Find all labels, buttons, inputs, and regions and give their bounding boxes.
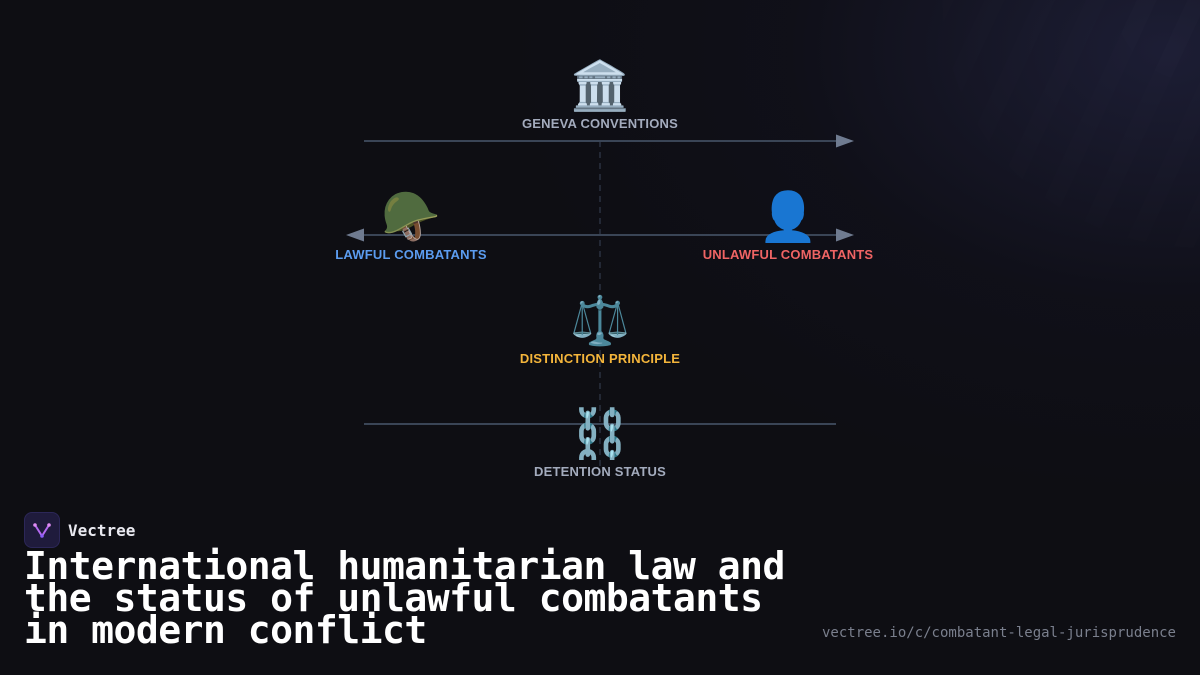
vectree-logo-icon bbox=[24, 512, 60, 548]
page-title: International humanitarian law and the s… bbox=[24, 544, 785, 652]
brand-name: Vectree bbox=[68, 520, 136, 540]
node-detention-status: ⛓️ DETENTION STATUS bbox=[534, 406, 666, 479]
detention-status-label: DETENTION STATUS bbox=[534, 464, 666, 479]
combatants-left-arrowhead bbox=[346, 228, 364, 242]
node-distinction-principle: ⚖️ DISTINCTION PRINCIPLE bbox=[520, 293, 680, 366]
person-silhouette-icon: 👤 bbox=[758, 189, 818, 245]
geneva-arrowhead bbox=[836, 134, 854, 148]
brand: Vectree bbox=[24, 512, 135, 548]
combatants-right-arrowhead bbox=[836, 228, 854, 242]
node-lawful-combatants: 🪖 LAWFUL COMBATANTS bbox=[335, 189, 486, 262]
unlawful-combatants-label: UNLAWFUL COMBATANTS bbox=[702, 247, 874, 262]
geneva-conventions-label: GENEVA CONVENTIONS bbox=[521, 116, 679, 131]
node-unlawful-combatants: 👤 UNLAWFUL COMBATANTS bbox=[703, 189, 874, 262]
military-helmet-icon: 🪖 bbox=[381, 189, 441, 245]
source-url: vectree.io/c/combatant-legal-jurispruden… bbox=[821, 625, 1176, 641]
chains-icon: ⛓️ bbox=[570, 406, 630, 462]
distinction-principle-label: DISTINCTION PRINCIPLE bbox=[519, 351, 681, 366]
balance-scale-icon: ⚖️ bbox=[570, 293, 630, 349]
classical-building-icon: 🏛️ bbox=[570, 58, 630, 114]
lawful-combatants-label: LAWFUL COMBATANTS bbox=[335, 247, 487, 262]
node-geneva-conventions: 🏛️ GENEVA CONVENTIONS bbox=[522, 58, 678, 131]
